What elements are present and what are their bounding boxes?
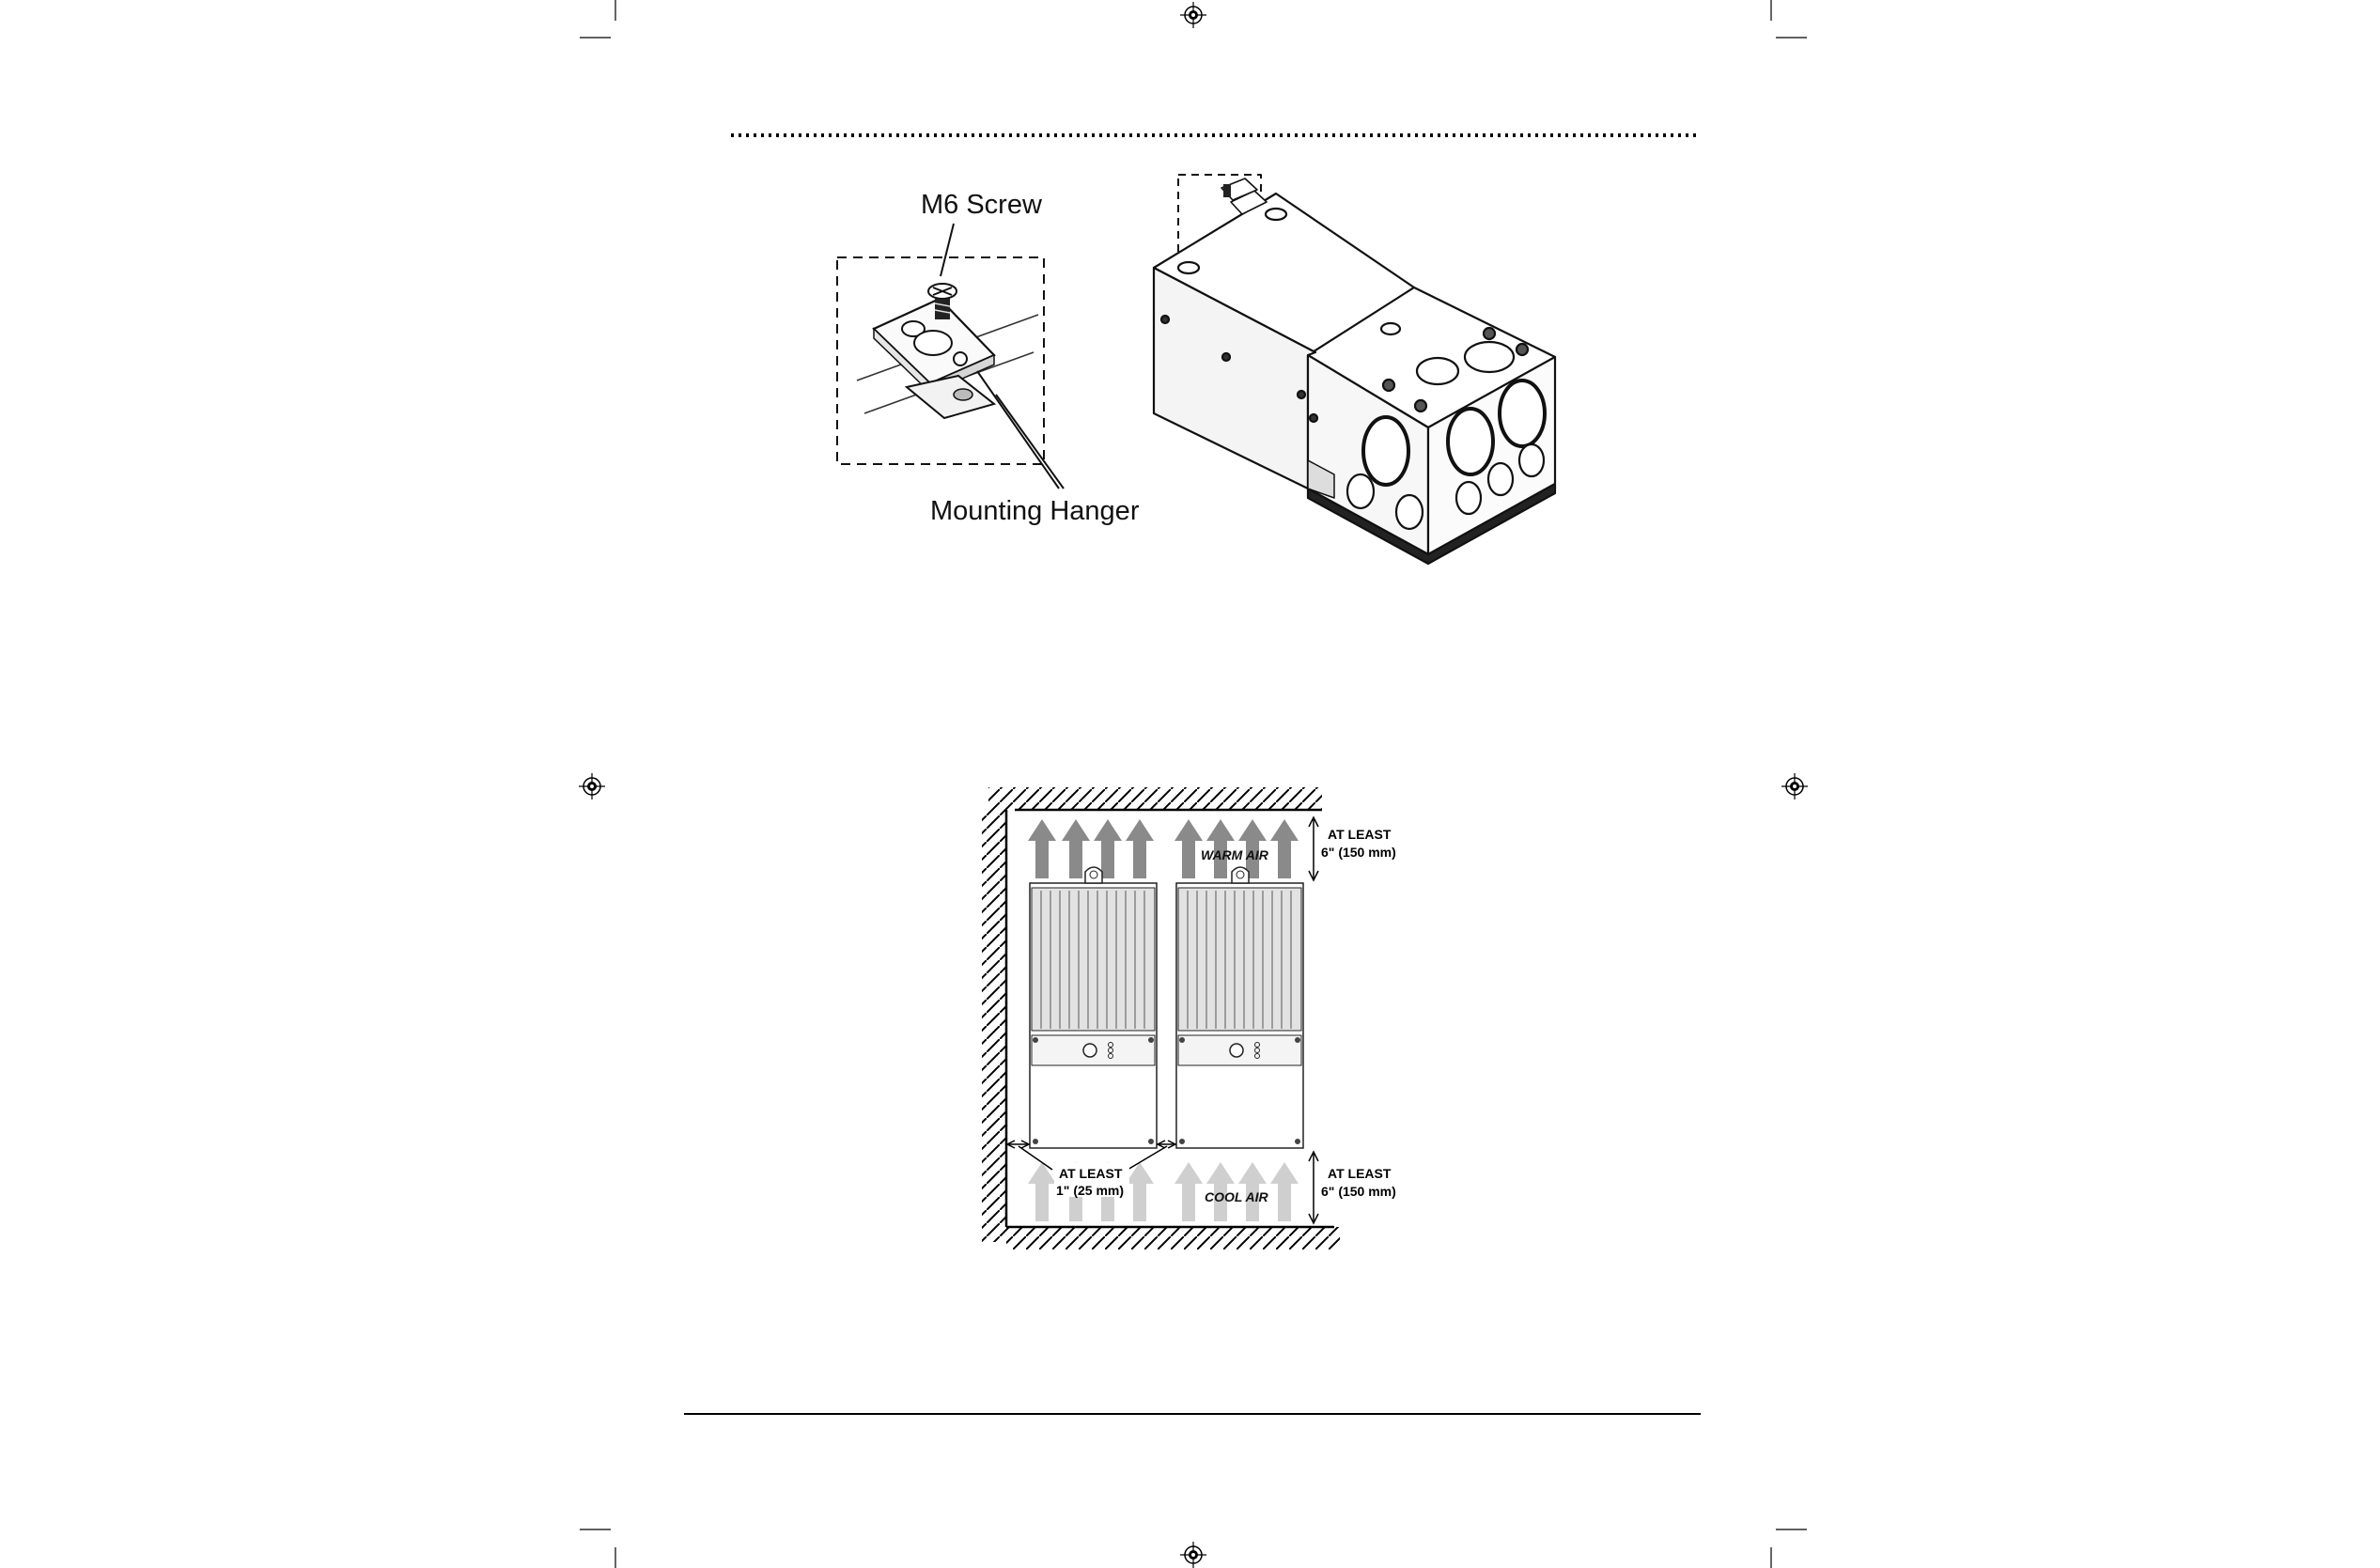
top-clearance-line1: AT LEAST	[1328, 827, 1392, 842]
wall-hatch	[982, 810, 1006, 1242]
side-clearance-line2: 1" (25 mm)	[1056, 1183, 1124, 1198]
bottom-clearance-dimension	[1309, 1152, 1318, 1223]
charge-controller-unit-left	[1030, 867, 1157, 1148]
registration-mark-bottom	[1180, 1542, 1206, 1568]
warm-air-label: WARM AIR	[1201, 847, 1269, 862]
registration-mark-top	[1180, 2, 1206, 28]
registration-mark-left	[579, 773, 605, 800]
mounting-hanger-label: Mounting Hanger	[930, 496, 1140, 526]
mounting-hanger-detail: M6 Screw Mounting Hanger	[837, 190, 1140, 526]
side-clearance-line1: AT LEAST	[1059, 1166, 1123, 1181]
unit-isometric-drawing	[1154, 175, 1555, 564]
charge-controller-unit-right	[1176, 867, 1303, 1148]
clearance-diagram: WARM AIR COOL AIR AT LEAST 6" (150 mm) A…	[982, 787, 1396, 1250]
floor-hatch	[1006, 1227, 1340, 1250]
crop-marks	[580, 0, 1807, 1568]
bottom-clearance-line1: AT LEAST	[1328, 1166, 1392, 1181]
bottom-clearance-line2: 6" (150 mm)	[1321, 1184, 1396, 1199]
registration-mark-right	[1781, 773, 1808, 800]
ceiling-hatch	[988, 787, 1322, 810]
top-clearance-line2: 6" (150 mm)	[1321, 845, 1396, 860]
top-clearance-dimension	[1309, 817, 1318, 880]
cool-air-label: COOL AIR	[1205, 1189, 1269, 1204]
m6-screw-label: M6 Screw	[921, 190, 1043, 220]
